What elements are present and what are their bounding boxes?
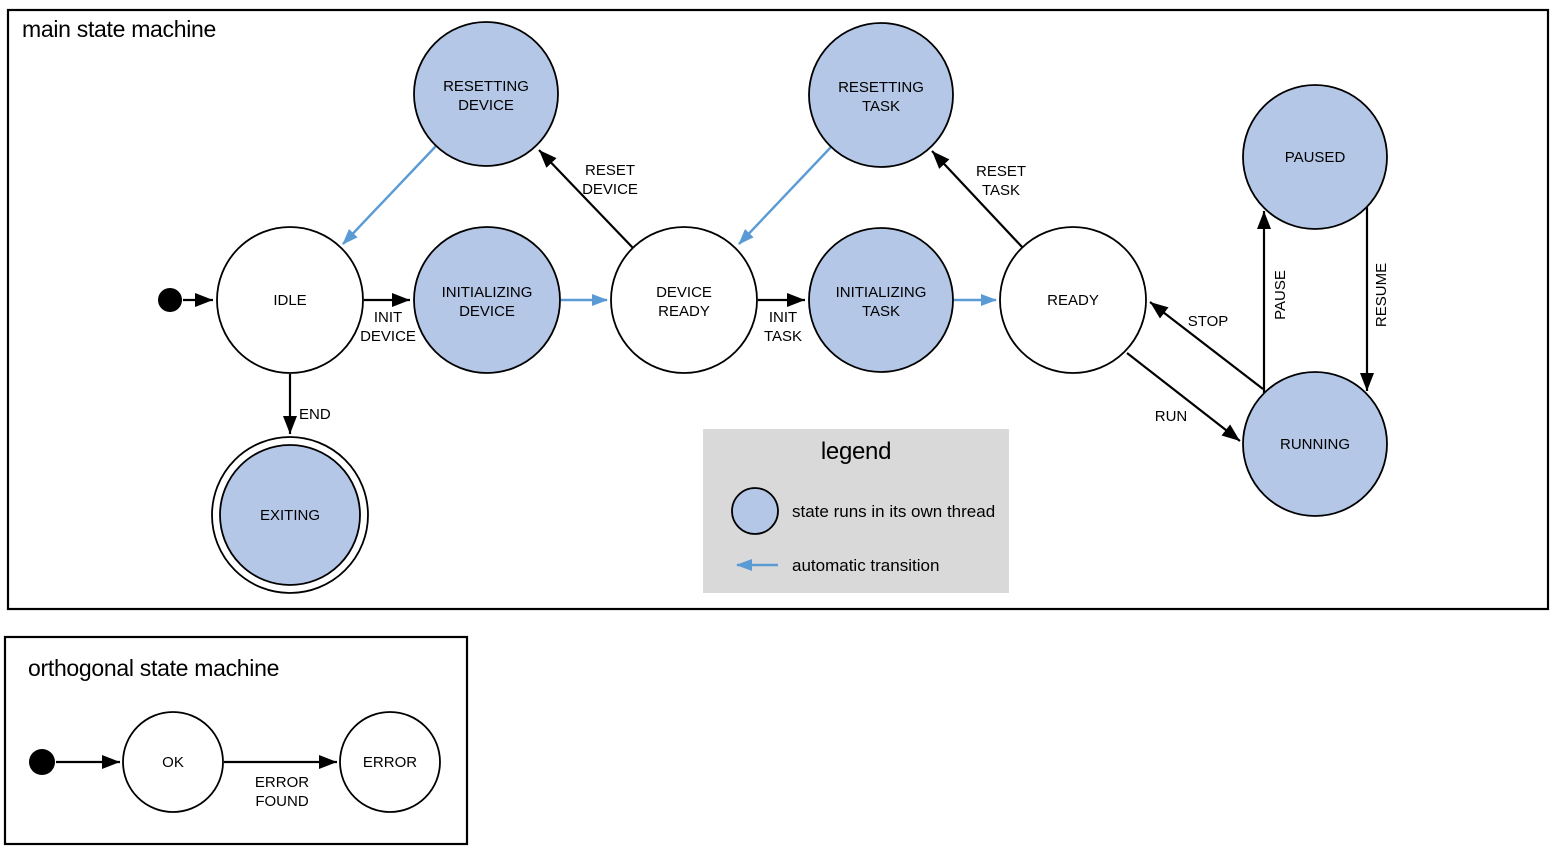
text-line: DEVICE — [459, 303, 515, 320]
state-resetting-task — [808, 22, 954, 168]
text-line: IDLE — [273, 292, 306, 309]
state-idle — [216, 226, 364, 374]
state-label-initializing-task: INITIALIZING TASK — [836, 284, 927, 320]
state-ok — [122, 711, 224, 813]
transition-label-idle-to-exiting: END — [299, 406, 331, 423]
text-line: FOUND — [255, 793, 308, 810]
initial-state-dot — [158, 288, 182, 312]
state-label-ok: OK — [162, 754, 184, 771]
text-line: RUNNING — [1280, 436, 1350, 453]
state-initializing-task — [808, 227, 954, 373]
transition-label-ready-to-resetting-task: RESET TASK — [976, 163, 1026, 199]
text-line: TASK — [862, 98, 900, 115]
orthogonal-machine-title: orthogonal state machine — [28, 655, 279, 681]
state-label-error: ERROR — [363, 754, 417, 771]
text-line: DEVICE — [360, 328, 416, 345]
main-machine-title: main state machine — [22, 16, 216, 42]
transition-label-device-ready-to-initializing-task: INIT TASK — [764, 309, 802, 345]
transition-label-running-to-paused: PAUSE — [1272, 270, 1289, 320]
state-label-exiting: EXITING — [260, 507, 320, 524]
text-line: OK — [162, 754, 184, 771]
text-line: RESET — [585, 162, 635, 179]
state-ready — [999, 226, 1147, 374]
text-line: RESUME — [1373, 263, 1390, 327]
transition-label-idle-to-initializing-device: INIT DEVICE — [360, 309, 416, 345]
text-line: READY — [658, 303, 710, 320]
legend-title: legend — [821, 438, 891, 465]
state-label-paused: PAUSED — [1285, 149, 1346, 166]
transition-label-running-to-ready: STOP — [1188, 313, 1229, 330]
text-line: ERROR — [255, 774, 309, 791]
text-line: PAUSE — [1272, 270, 1289, 320]
text-line: RESET — [976, 163, 1026, 180]
text-line: INITIALIZING — [836, 284, 927, 301]
text-line: TASK — [862, 303, 900, 320]
transition-ready-to-running — [1126, 352, 1241, 442]
transition-resetting-device-to-idle — [342, 145, 437, 245]
text-line: INIT — [769, 309, 797, 326]
state-label-device-ready: DEVICE READY — [656, 284, 712, 320]
state-initializing-device — [413, 226, 561, 374]
text-line: RESETTING — [838, 79, 924, 96]
transition-running-to-ready — [1149, 301, 1264, 390]
transition-label-device-ready-to-resetting-device: RESET DEVICE — [582, 162, 638, 198]
state-label-idle: IDLE — [273, 292, 306, 309]
state-device-ready — [610, 226, 758, 374]
state-paused — [1242, 84, 1388, 230]
transition-label-ready-to-running: RUN — [1155, 408, 1188, 425]
text-line: TASK — [764, 328, 802, 345]
legend: legend state runs in its own thread automa… — [703, 429, 1009, 593]
transition-label-paused-to-running: RESUME — [1373, 263, 1390, 327]
text-line: DEVICE — [582, 181, 638, 198]
text-line: ERROR — [363, 754, 417, 771]
text-line: INIT — [374, 309, 402, 326]
text-line: END — [299, 406, 331, 423]
text-line: RESETTING — [443, 78, 529, 95]
legend-thread-state-icon — [731, 487, 779, 535]
transition-label-ok-to-error: ERROR FOUND — [255, 774, 309, 810]
text-line: STOP — [1188, 313, 1229, 330]
transition-ready-to-resetting-task — [931, 150, 1024, 249]
state-label-ready: READY — [1047, 292, 1099, 309]
state-error — [339, 711, 441, 813]
state-label-running: RUNNING — [1280, 436, 1350, 453]
text-line: DEVICE — [656, 284, 712, 301]
initial-state-dot — [29, 749, 55, 775]
legend-auto-transition-text: automatic transition — [792, 556, 939, 575]
state-label-resetting-task: RESETTING TASK — [838, 79, 924, 115]
transition-device-ready-to-resetting-device — [538, 149, 634, 249]
text-line: PAUSED — [1285, 149, 1346, 166]
text-line: DEVICE — [458, 97, 514, 114]
text-line: INITIALIZING — [442, 284, 533, 301]
state-resetting-device — [413, 21, 559, 167]
text-line: RUN — [1155, 408, 1188, 425]
text-line: READY — [1047, 292, 1099, 309]
state-label-resetting-device: RESETTING DEVICE — [443, 78, 529, 114]
legend-thread-state-text: state runs in its own thread — [792, 502, 995, 521]
state-exiting — [219, 444, 361, 586]
state-running — [1242, 371, 1388, 517]
transition-resetting-task-to-device-ready — [738, 146, 832, 245]
text-line: EXITING — [260, 507, 320, 524]
text-line: TASK — [982, 182, 1020, 199]
state-label-initializing-device: INITIALIZING DEVICE — [442, 284, 533, 320]
